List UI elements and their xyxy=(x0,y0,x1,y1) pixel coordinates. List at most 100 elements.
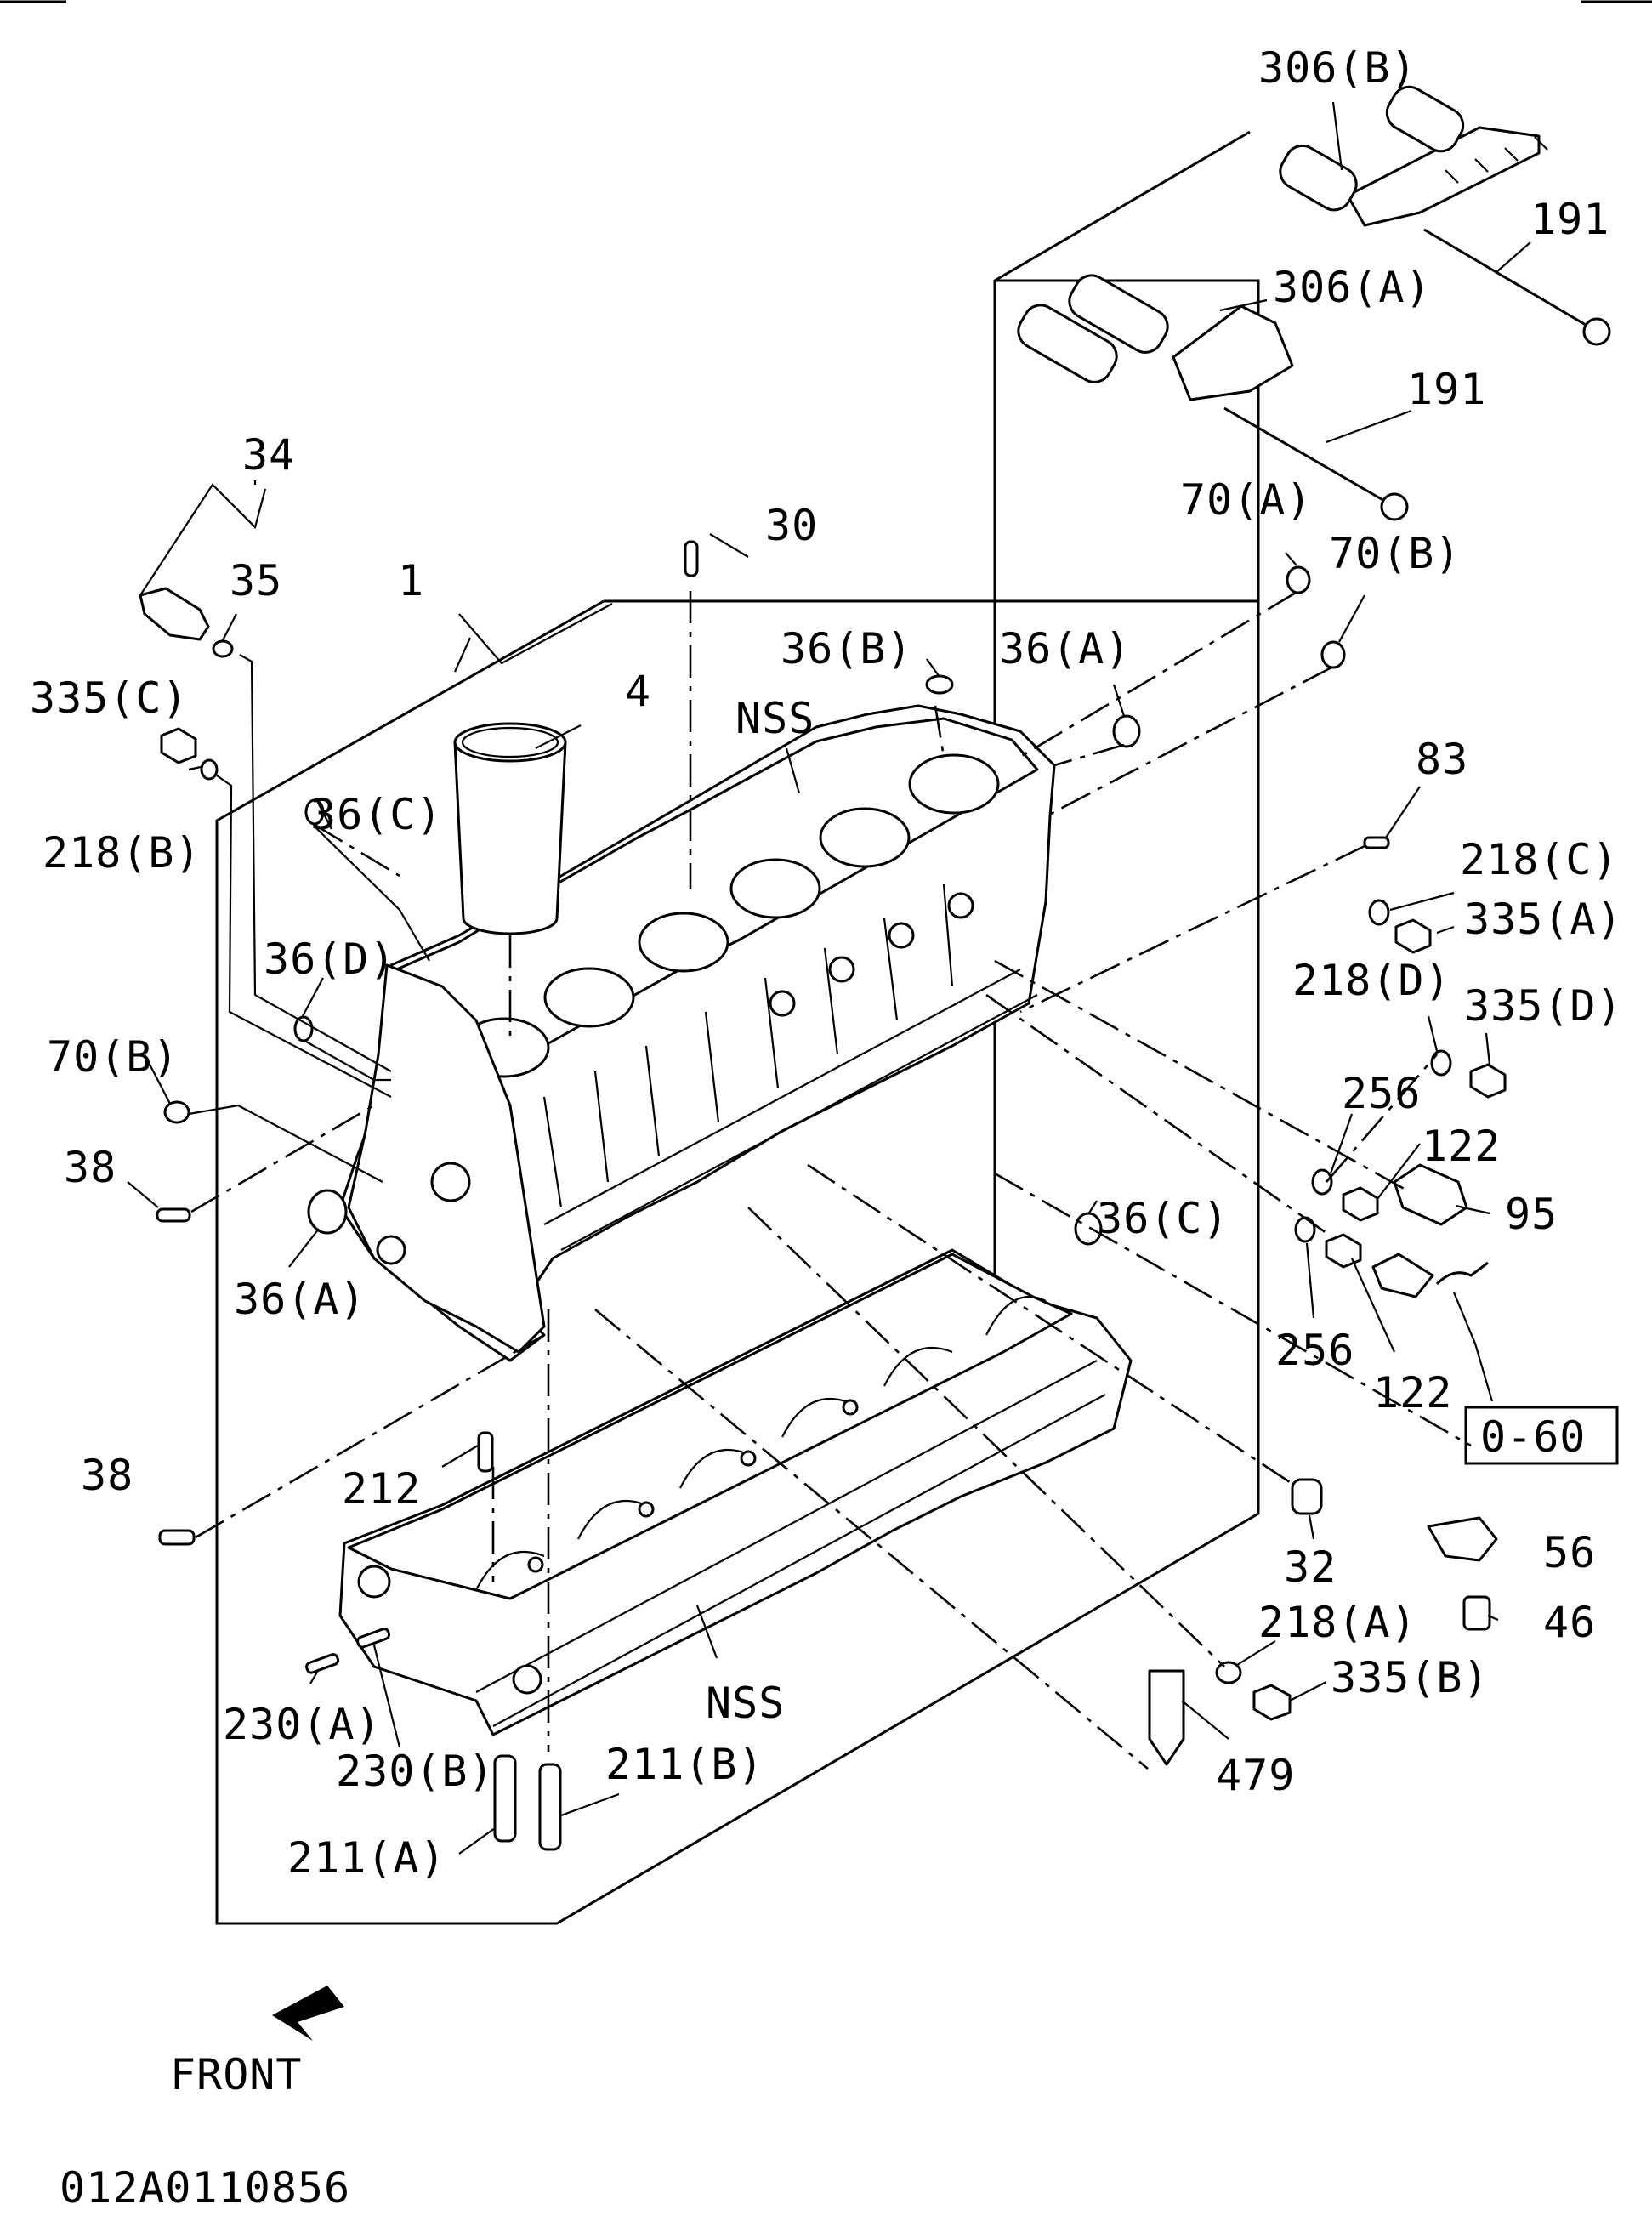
label-191-top: 191 xyxy=(1530,195,1609,244)
plug-36b xyxy=(925,674,954,695)
label-218a: 218(A) xyxy=(1258,1598,1417,1647)
label-122-bot: 122 xyxy=(1373,1368,1452,1417)
label-nss-top: NSS xyxy=(735,694,815,743)
cylinder-bore-3 xyxy=(638,912,729,973)
sensor-harness xyxy=(1371,1253,1489,1298)
label-211a: 211(A) xyxy=(287,1833,446,1883)
bolt-211b xyxy=(538,1763,562,1851)
label-256-bot: 256 xyxy=(1275,1326,1354,1375)
plug-36d xyxy=(293,1015,314,1042)
label-256-top: 256 xyxy=(1342,1069,1421,1118)
label-479: 479 xyxy=(1216,1751,1295,1800)
plug-36a-right xyxy=(1112,714,1141,748)
washer-218d xyxy=(1430,1049,1452,1077)
label-306a: 306(A) xyxy=(1273,263,1432,312)
label-36a-right: 36(A) xyxy=(999,624,1132,673)
diagram-id: 012A0110856 xyxy=(60,2163,350,2213)
label-83: 83 xyxy=(1416,735,1468,784)
plug-122-top xyxy=(1342,1186,1379,1222)
crankcase xyxy=(338,1248,1133,1736)
label-38-top: 38 xyxy=(64,1143,116,1192)
label-1: 1 xyxy=(398,556,424,605)
callout-labels: 1 4 30 34 35 335(C) 218(B) 36(C) 36(D) 7… xyxy=(30,43,1623,2213)
label-70a: 70(A) xyxy=(1180,475,1313,525)
label-335d: 335(D) xyxy=(1464,981,1623,1031)
washer-256-top xyxy=(1311,1168,1333,1196)
cylinder-bore-6 xyxy=(908,753,1000,815)
label-30: 30 xyxy=(765,501,818,550)
bolt-479 xyxy=(1148,1669,1185,1766)
label-36d: 36(D) xyxy=(264,935,396,984)
o-ring-35 xyxy=(212,639,234,658)
washer-218a xyxy=(1215,1661,1242,1684)
label-230b: 230(B) xyxy=(336,1747,495,1796)
label-122-top: 122 xyxy=(1422,1122,1501,1171)
pin-83 xyxy=(1363,836,1390,849)
label-212: 212 xyxy=(342,1464,421,1514)
plug-32 xyxy=(1291,1478,1323,1515)
reference-box xyxy=(1464,1406,1619,1465)
label-nss-bot: NSS xyxy=(706,1679,785,1728)
label-306b: 306(B) xyxy=(1258,43,1417,93)
label-95: 95 xyxy=(1505,1190,1558,1239)
front-arrow-icon xyxy=(272,1986,344,2041)
cylinder-liner xyxy=(453,722,567,935)
cylinder-bore-4 xyxy=(729,858,821,919)
plug-335d xyxy=(1469,1063,1507,1099)
washer-256-bot xyxy=(1294,1216,1316,1243)
label-38-bot: 38 xyxy=(81,1451,133,1500)
label-35: 35 xyxy=(230,556,282,605)
label-32: 32 xyxy=(1284,1542,1337,1592)
label-36a-left: 36(A) xyxy=(234,1275,366,1324)
label-4: 4 xyxy=(625,667,651,716)
dowel-212 xyxy=(477,1431,494,1473)
label-36c-top: 36(C) xyxy=(310,790,443,839)
label-ref-box: 0-60 xyxy=(1480,1412,1586,1462)
label-70b-right: 70(B) xyxy=(1329,529,1462,578)
label-218b: 218(B) xyxy=(43,828,202,878)
plug-70b-left xyxy=(163,1100,190,1124)
label-218d: 218(D) xyxy=(1292,956,1451,1005)
plug-34 xyxy=(139,587,210,641)
label-36b: 36(B) xyxy=(781,624,913,673)
brackets-and-bolts xyxy=(1017,85,1611,521)
label-46: 46 xyxy=(1543,1598,1596,1647)
cylinder-block xyxy=(338,704,1056,1362)
alignment-lines xyxy=(190,591,1472,1770)
small-parts xyxy=(139,540,1507,1851)
cylinder-bore-2 xyxy=(543,967,635,1028)
plug-70b-right xyxy=(1320,640,1346,669)
label-335b: 335(B) xyxy=(1331,1653,1490,1702)
label-335a: 335(A) xyxy=(1464,895,1623,944)
label-211b: 211(B) xyxy=(605,1740,764,1789)
label-70b-left: 70(B) xyxy=(47,1032,179,1082)
front-label: FRONT xyxy=(170,2050,303,2099)
plug-70a xyxy=(1286,565,1311,594)
plug-46 xyxy=(1462,1595,1491,1631)
leader-lines xyxy=(127,101,1531,1855)
bracket-56 xyxy=(1427,1516,1498,1562)
washer-218b xyxy=(200,758,219,781)
plug-335c xyxy=(160,727,197,764)
cylinder-bore-5 xyxy=(819,807,911,868)
label-191-mid: 191 xyxy=(1407,365,1486,414)
pin-38-bot xyxy=(158,1529,196,1546)
label-335c: 335(C) xyxy=(30,673,189,723)
pin-230a xyxy=(305,1653,340,1674)
pin-38-top xyxy=(156,1207,191,1223)
plug-335b xyxy=(1252,1684,1292,1721)
label-34: 34 xyxy=(242,430,295,480)
pin-30 xyxy=(684,540,699,577)
label-218c: 218(C) xyxy=(1460,835,1619,884)
label-230a: 230(A) xyxy=(223,1700,382,1749)
label-36c-mid: 36(C) xyxy=(1097,1194,1229,1243)
label-56: 56 xyxy=(1543,1528,1596,1577)
bolt-211a xyxy=(493,1754,517,1843)
plug-122-bot xyxy=(1325,1233,1362,1269)
plug-36a-left xyxy=(307,1189,348,1235)
plug-335a xyxy=(1394,918,1432,954)
sensor-95 xyxy=(1393,1163,1468,1226)
pin-230b xyxy=(356,1628,391,1649)
washer-218c xyxy=(1368,899,1390,926)
